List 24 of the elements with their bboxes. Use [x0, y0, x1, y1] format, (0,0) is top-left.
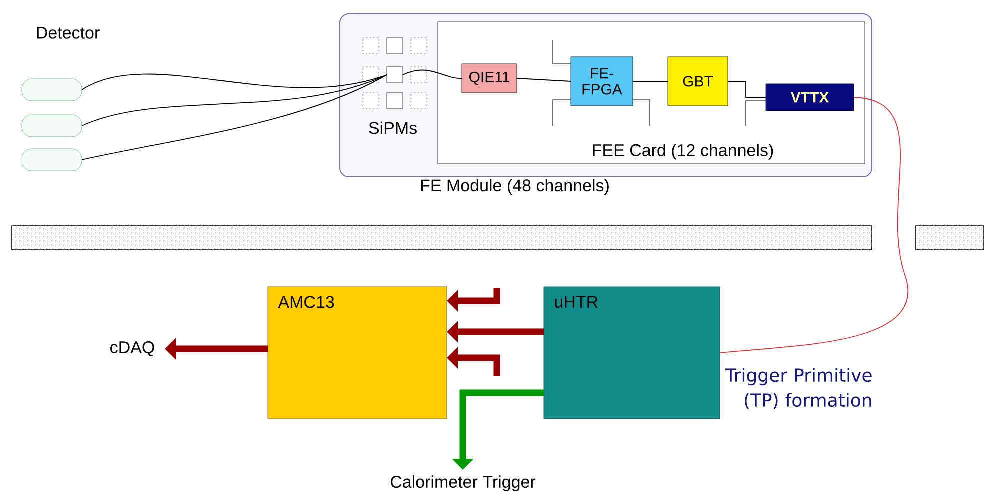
detector-tile: [22, 114, 82, 138]
fiber: [82, 74, 388, 126]
label: Detector: [37, 27, 100, 39]
fiber: [82, 74, 388, 160]
label: SiPMs: [369, 122, 417, 134]
annotation: Trigger Primitive (TP) formation: [725, 368, 872, 410]
chip-box: GBT: [668, 56, 728, 106]
chip-box: VTTX: [766, 84, 854, 112]
connector-line: [728, 81, 766, 98]
chip-box: FE-FPGA: [570, 56, 634, 106]
detector-tile: [22, 148, 82, 172]
sipm-square: [386, 66, 404, 84]
connector-line: [516, 78, 572, 82]
node-label: FE Module (48 channels): [421, 179, 609, 196]
connector-line: [632, 81, 668, 82]
chip-box: QIE11: [462, 64, 518, 94]
board-box: AMC13: [268, 286, 448, 420]
connector-line: [402, 70, 462, 79]
board-box: uHTR Trigger Primitive (TP) formation: [544, 286, 872, 420]
detector-tile: [22, 78, 82, 102]
cable: [720, 97, 909, 354]
fiber: [82, 74, 388, 90]
output-label: Calorimeter Trigger: [390, 476, 536, 492]
output-label: cDAQ: [110, 341, 154, 357]
